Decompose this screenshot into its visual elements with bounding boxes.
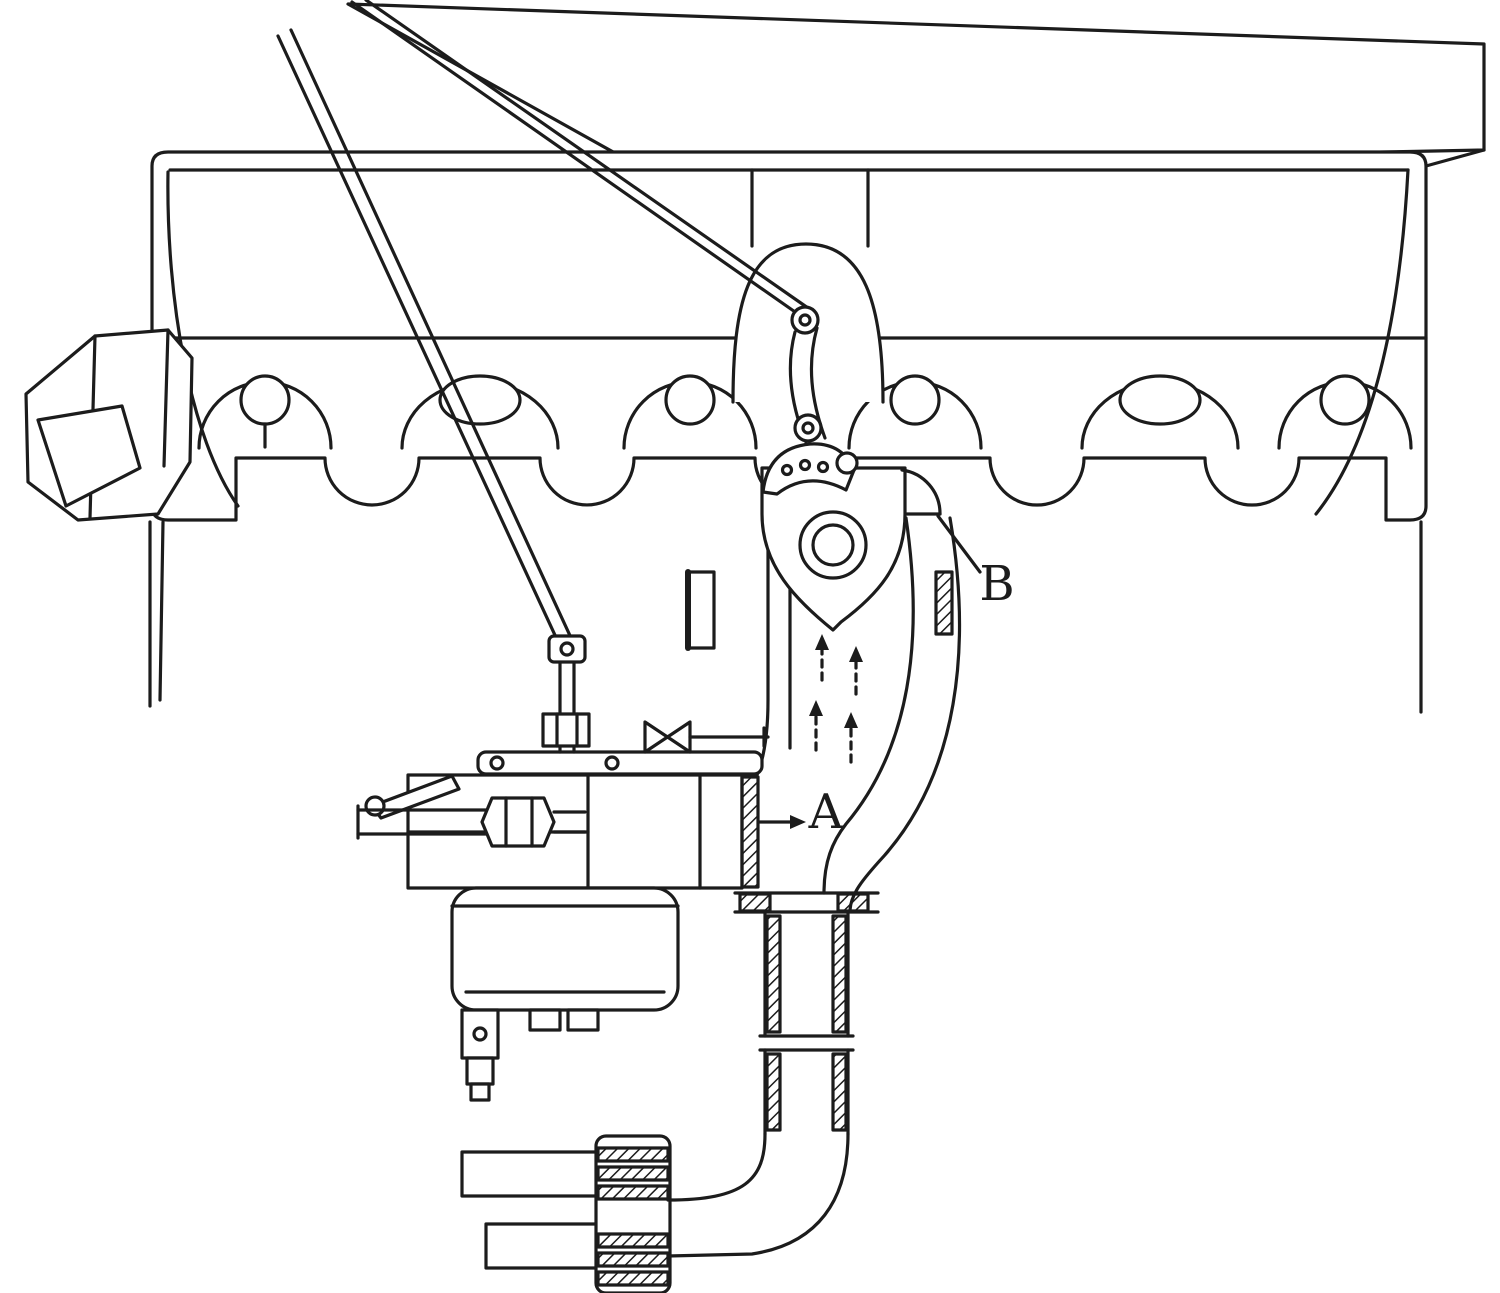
drain-fitting	[460, 1008, 500, 1060]
quadrant-hole	[780, 463, 794, 477]
control-rod-upper	[350, 0, 800, 316]
stove-band	[596, 1165, 670, 1182]
hot-air-slot	[900, 468, 942, 516]
riser-front-plate	[760, 466, 942, 632]
port-slot	[1118, 374, 1202, 426]
riser-wall-right-outer	[848, 516, 962, 912]
pipe-wall-section	[765, 914, 782, 1034]
choke-lever-pivot	[364, 795, 386, 817]
quadrant-stop-screw	[835, 451, 859, 475]
port-slot	[438, 374, 522, 426]
stove-side-pipe-upper	[460, 1150, 604, 1198]
riser-boss	[686, 570, 716, 650]
control-rod-lower	[276, 34, 562, 648]
pipe-wall-section	[831, 1052, 848, 1132]
label-a: A	[808, 784, 845, 840]
stove-band	[596, 1184, 670, 1201]
stove-band	[596, 1270, 670, 1287]
control-rod-lower	[289, 28, 574, 642]
throttle-shaft-bracket	[476, 750, 764, 776]
plate-boss	[798, 510, 868, 580]
clevis-pin	[559, 641, 575, 657]
throttle-linkage	[276, 0, 859, 648]
hex-plug-face	[36, 404, 142, 508]
block-edge-left	[158, 520, 165, 702]
callouts: A B	[808, 514, 1015, 840]
engine-deck-wedge	[346, 2, 1486, 169]
ink-layer: A B	[24, 0, 1486, 1293]
bracket-bolt	[489, 755, 505, 771]
port-hole	[239, 374, 291, 426]
drain-hole	[472, 1026, 488, 1042]
stove-band	[596, 1232, 670, 1249]
flange-hatch	[738, 892, 772, 913]
drain-stem	[465, 1056, 495, 1086]
hex-plug	[24, 328, 194, 522]
flange-hatch	[836, 892, 870, 913]
riser-wall-section-hatch	[934, 570, 954, 636]
stove-side-pipe-lower	[484, 1222, 604, 1270]
flow-arrows	[758, 634, 863, 829]
pipe-wall-section	[831, 914, 848, 1034]
riser-wall-right-inner	[822, 516, 915, 895]
quadrant-hole	[798, 458, 812, 472]
plate-boss-bore	[811, 523, 855, 567]
bracket-bolt	[604, 755, 620, 771]
bowl-lug	[528, 1008, 562, 1032]
manifold-right-end-curve	[1314, 168, 1410, 516]
manifold-body	[148, 150, 1428, 714]
float-bowl	[450, 886, 680, 1012]
fuel-union-nut	[480, 796, 556, 848]
bellcrank-pivot	[793, 413, 823, 443]
rod-ball-joint	[790, 305, 820, 335]
port-hole	[664, 374, 716, 426]
stove-band	[596, 1146, 670, 1163]
drain-plug	[469, 1082, 491, 1102]
label-b: B	[979, 556, 1014, 612]
carb-riser-gasket	[740, 775, 760, 889]
carburetor	[356, 634, 770, 1102]
pipe-wall-section	[765, 1052, 782, 1132]
port-hole	[1319, 374, 1371, 426]
control-rod-upper	[364, 0, 810, 310]
down-pipe	[666, 910, 855, 1258]
hot-air-stove-assembly	[460, 1134, 672, 1293]
elbow-outer-wall	[666, 1132, 850, 1258]
thumb-wing-valve	[643, 720, 692, 754]
stem-nut	[541, 712, 591, 748]
label-b-leader	[936, 514, 982, 574]
elbow-inner-wall	[666, 1132, 767, 1202]
port-hole	[889, 374, 941, 426]
stove-band	[596, 1251, 670, 1268]
quadrant-hole	[816, 460, 830, 474]
bowl-lug	[566, 1008, 600, 1032]
